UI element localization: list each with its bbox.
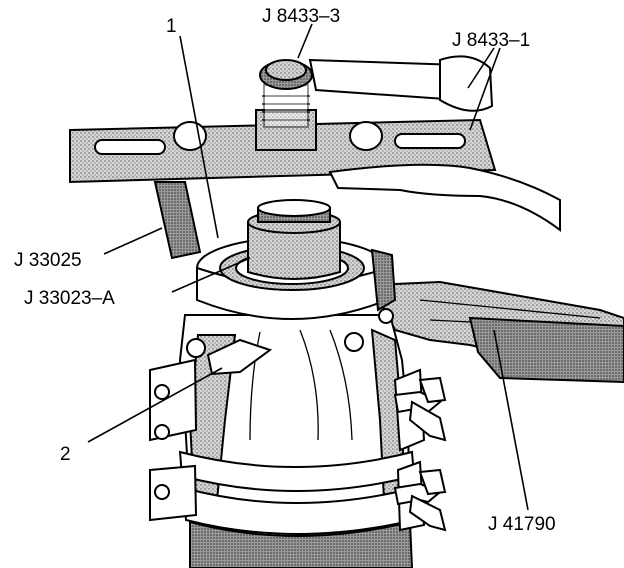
leader-j8433-1b [469, 47, 501, 131]
callout-labels: 1 J 8433–3 J 8433–1 J 33025 J 33023–A 2 … [14, 6, 556, 535]
callout-j41790: J 41790 [488, 514, 556, 535]
leader-j8433-1 [467, 47, 495, 89]
wing-nut-upper [393, 376, 447, 442]
leader-1 [179, 35, 219, 239]
holding-fixture [370, 280, 624, 384]
leader-j33025 [103, 227, 163, 255]
forcing-screw [255, 55, 494, 151]
installer-tool [247, 199, 341, 280]
callout-2: 2 [60, 444, 71, 465]
callout-j8433-1: J 8433–1 [452, 30, 530, 51]
callout-j8433-3: J 8433–3 [262, 6, 340, 27]
leader-j41790 [493, 329, 529, 511]
callout-1: 1 [166, 16, 177, 37]
leader-2 [87, 367, 223, 443]
leader-j8433-3 [297, 23, 313, 59]
callout-j33023a: J 33023–A [24, 288, 115, 309]
callout-j33025: J 33025 [14, 250, 82, 271]
compressor-body [149, 314, 426, 568]
leader-j33023a [171, 257, 251, 293]
wing-nut-lower [393, 468, 447, 532]
leader-lines [87, 23, 529, 511]
